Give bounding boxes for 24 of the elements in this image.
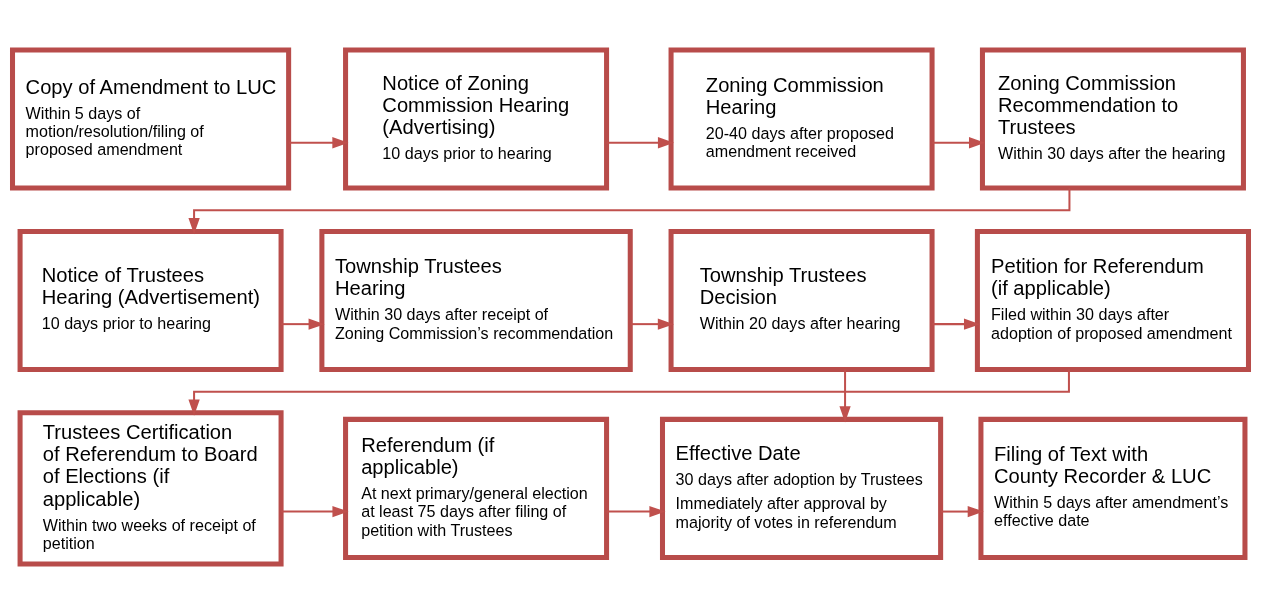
node-box: Township Trustees Decision Within 20 days after hearing [668, 228, 935, 372]
arrow [940, 505, 984, 518]
node-box: Notice of Zoning Commission Hearing (Advertising) 10 days prior to hearing [343, 47, 610, 191]
node-box: Copy of Amendment to LUC Within 5 days of motion/resolution/filing of proposed amendment [10, 47, 292, 191]
arrow [281, 505, 349, 518]
arrow [932, 137, 986, 149]
node-box: Filing of Text with County Recorder & LUC Within 5 days after amendment’s effective date [978, 416, 1248, 560]
arrow [188, 369, 1070, 416]
node-box: Effective Date 30 days after adoption by Trustees Immediately after approval by majority of votes in referendum [660, 416, 944, 560]
node-box: Zoning Commission Recommendation to Trustees Within 30 days after the hearing [979, 47, 1246, 191]
node-box: Zoning Commission Hearing 20-40 days after proposed amendment received [668, 47, 935, 191]
arrow [289, 137, 349, 149]
arrow [606, 505, 666, 518]
arrow [281, 318, 325, 330]
node-box: Notice of Trustees Hearing (Advertisement) 10 days prior to hearing [17, 228, 284, 372]
arrow [188, 188, 1071, 235]
arrow [630, 318, 674, 330]
arrow [606, 137, 675, 149]
arrow [932, 318, 981, 330]
node-box: Petition for Referendum (if applicable) Filed within 30 days after adoption of proposed amendment [974, 228, 1251, 372]
node-box: Referendum (if applicable) At next primary/general election at least 75 days after filing of petition with Trustees [343, 416, 610, 560]
node-box: Township Trustees Hearing Within 30 days after receipt of Zoning Commission’s recommendation [319, 228, 633, 372]
arrow [839, 369, 851, 423]
node-box: Trustees Certification of Referendum to Board of Elections (if applicable) Within two weeks of receipt of petition [17, 410, 284, 567]
